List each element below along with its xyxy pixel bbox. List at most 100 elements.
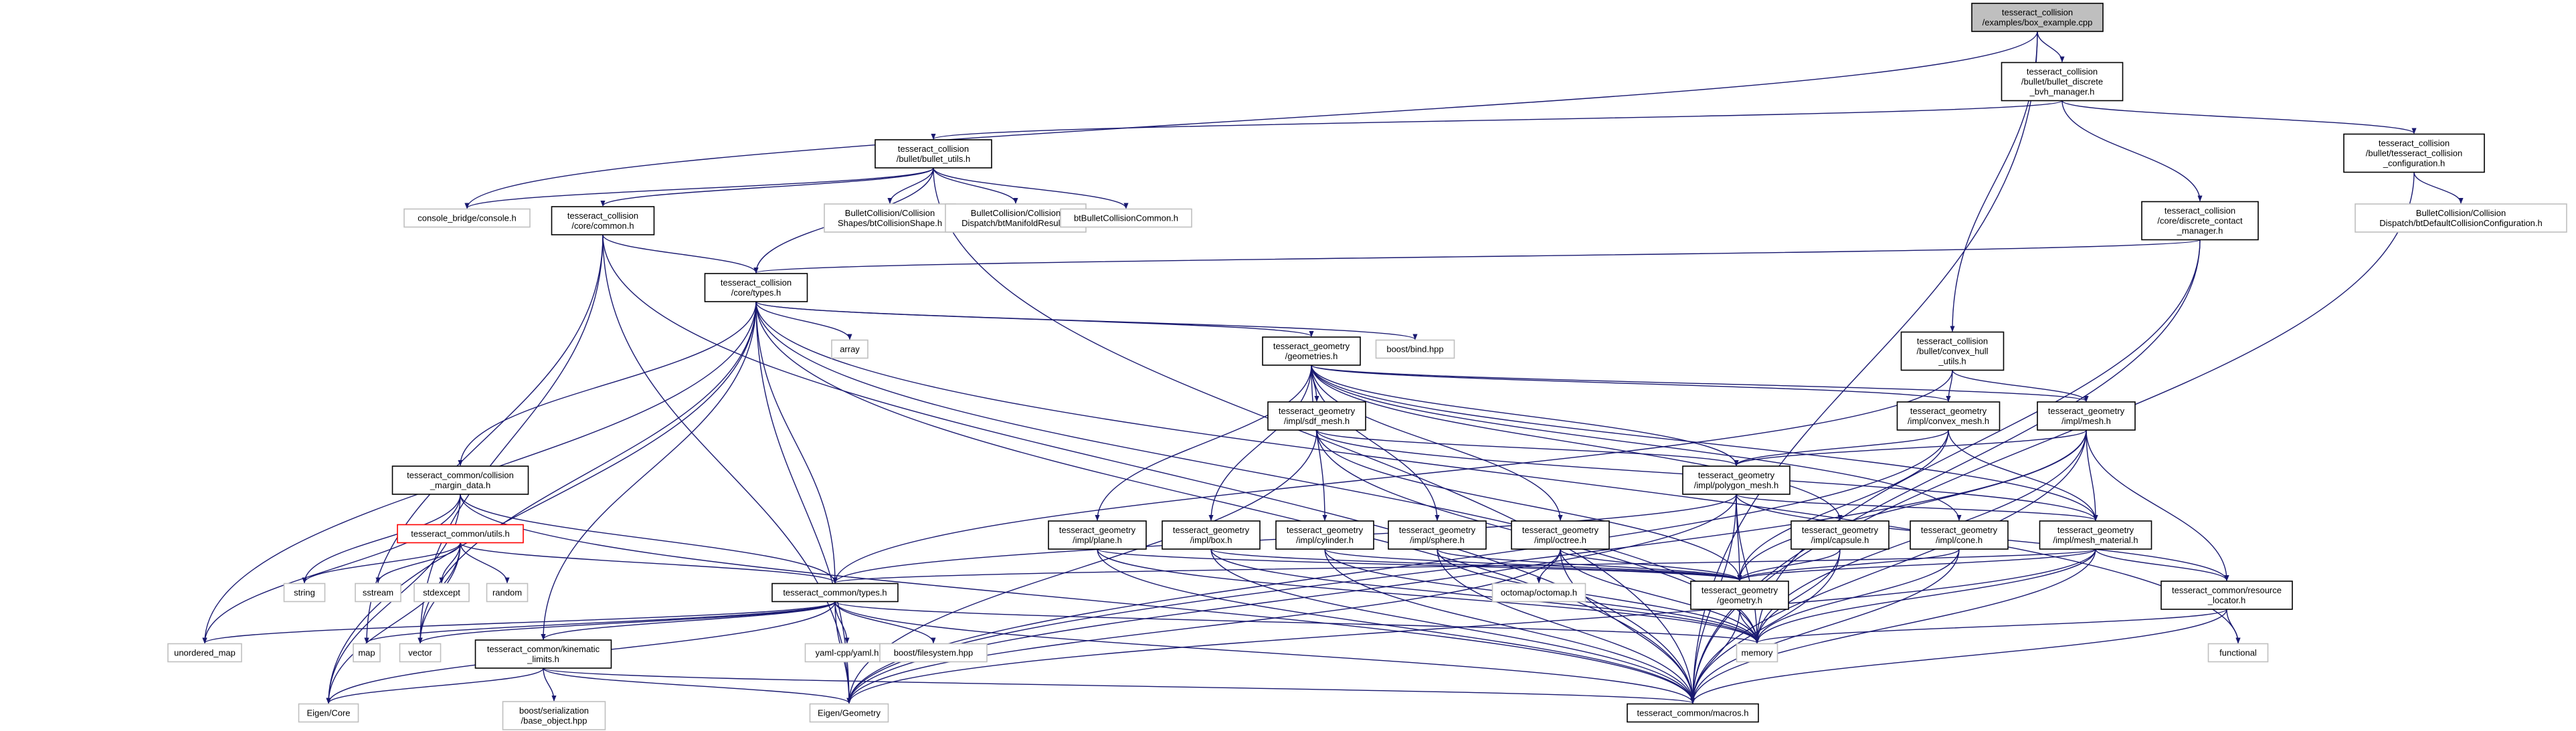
edge-geometries-to-cylinder xyxy=(1311,364,1327,521)
node-box-octree xyxy=(1511,520,1610,550)
node-label-bt_common-0: btBulletCollisionCommon.h xyxy=(1074,213,1178,223)
node-console: console_bridge/console.h xyxy=(403,208,531,228)
node-box-bullet_discrete xyxy=(2001,62,2124,102)
node-stdexcept: stdexcept xyxy=(413,583,470,603)
node-array: array xyxy=(831,339,868,359)
edge-core_types-to-boost_bind xyxy=(755,301,1418,340)
edge-kinematic_limits-to-eigen_core xyxy=(326,667,544,704)
node-box-bullet_utils xyxy=(875,139,992,169)
node-mesh[interactable]: tesseract_geometry/impl/mesh.h xyxy=(2037,401,2136,431)
node-label-mesh-0: tesseract_geometry xyxy=(2048,406,2125,416)
node-macros[interactable]: tesseract_common/macros.h xyxy=(1627,703,1759,723)
edge-kinematic_limits-to-eigen_geom xyxy=(543,667,852,704)
node-mesh_material[interactable]: tesseract_geometry/impl/mesh_material.h xyxy=(2039,520,2152,550)
node-box-mesh xyxy=(2037,401,2136,431)
node-tess_coll_config[interactable]: tesseract_collision/bullet/tesseract_col… xyxy=(2343,133,2485,173)
node-label-console-0: console_bridge/console.h xyxy=(418,213,516,223)
edge-core_common-to-eigen_geom xyxy=(602,234,852,704)
node-cylinder[interactable]: tesseract_geometry/impl/cylinder.h xyxy=(1275,520,1374,550)
edge-geometries-to-octree xyxy=(1311,364,1563,521)
node-common_types[interactable]: tesseract_common/types.h xyxy=(771,583,899,603)
node-box-geometry xyxy=(1690,581,1789,610)
node-convex_hull_utils[interactable]: tesseract_collision/bullet/convex_hull_u… xyxy=(1900,331,2005,371)
node-label-plane-0: tesseract_geometry xyxy=(1059,525,1136,535)
node-sphere[interactable]: tesseract_geometry/impl/sphere.h xyxy=(1388,520,1487,550)
node-bullet_discrete[interactable]: tesseract_collision/bullet/bullet_discre… xyxy=(2001,62,2124,102)
node-cone[interactable]: tesseract_geometry/impl/cone.h xyxy=(1910,520,2009,550)
edge-bullet_utils-to-bt_common xyxy=(933,167,1129,209)
node-box-collision_margin xyxy=(391,465,529,495)
node-label-octree-1: /impl/octree.h xyxy=(1534,535,1586,545)
edge-core_common-to-map xyxy=(364,234,604,644)
node-eigen_geom: Eigen/Geometry xyxy=(809,703,889,723)
node-bullet_utils[interactable]: tesseract_collision/bullet/bullet_utils.… xyxy=(875,139,992,169)
node-label-yaml-0: yaml-cpp/yaml.h xyxy=(816,648,879,658)
edge-geometries-to-mesh xyxy=(1311,364,2089,402)
edge-bullet_utils-to-macros xyxy=(933,167,1695,704)
node-geometries[interactable]: tesseract_geometry/geometries.h xyxy=(1262,336,1361,366)
node-kinematic_limits[interactable]: tesseract_common/kinematic_limits.h xyxy=(474,639,612,669)
node-collision_margin[interactable]: tesseract_common/collision_margin_data.h xyxy=(391,465,529,495)
node-box[interactable]: tesseract_geometry/impl/box.h xyxy=(1162,520,1261,550)
node-label-sphere-0: tesseract_geometry xyxy=(1399,525,1476,535)
node-label-sphere-1: /impl/sphere.h xyxy=(1410,535,1465,545)
edge-geometries-to-cone xyxy=(1311,364,1962,521)
node-discrete_contact[interactable]: tesseract_collision/core/discrete_contac… xyxy=(2141,201,2259,241)
edge-geometries-to-plane xyxy=(1095,364,1312,521)
edge-geometries-to-box xyxy=(1208,364,1312,521)
node-label-collision_margin-1: _margin_data.h xyxy=(430,480,490,490)
node-label-box-1: /impl/box.h xyxy=(1190,535,1232,545)
node-boost_fs: boost/filesystem.hpp xyxy=(879,643,988,663)
node-sdf_mesh[interactable]: tesseract_geometry/impl/sdf_mesh.h xyxy=(1267,401,1366,431)
node-common_utils[interactable]: tesseract_common/utils.h xyxy=(397,524,524,544)
node-box-vector xyxy=(399,643,442,663)
node-label-geometries-1: /geometries.h xyxy=(1285,351,1338,361)
node-resource_locator[interactable]: tesseract_common/resource_locator.h xyxy=(2160,581,2293,610)
node-label-capsule-0: tesseract_geometry xyxy=(1802,525,1879,535)
edge-common_utils-to-sstream xyxy=(375,542,461,584)
node-box-memory xyxy=(1736,643,1778,663)
edge-bullet_utils-to-bt_coll_shape xyxy=(887,167,934,204)
node-octomap: octomap/octomap.h xyxy=(1491,583,1586,603)
edge-bullet_utils-to-bt_manifold xyxy=(933,167,1018,204)
node-label-convex_mesh-1: /impl/convex_mesh.h xyxy=(1908,416,1989,426)
node-box-boost_fs xyxy=(879,643,988,663)
edge-mesh_material-to-macros xyxy=(1690,548,2096,704)
node-geometry[interactable]: tesseract_geometry/geometry.h xyxy=(1690,581,1789,610)
node-box-functional xyxy=(2207,643,2269,663)
node-label-polygon_mesh-0: tesseract_geometry xyxy=(1698,470,1775,480)
edge-cone-to-memory xyxy=(1754,548,1960,644)
node-label-vector-0: vector xyxy=(408,648,432,658)
node-label-core_common-1: /core/common.h xyxy=(571,221,634,231)
node-unordered_map: unordered_map xyxy=(167,643,242,663)
node-convex_mesh[interactable]: tesseract_geometry/impl/convex_mesh.h xyxy=(1896,401,2001,431)
edge-convex_mesh-to-mesh_material xyxy=(1948,429,2098,521)
node-label-random-0: random xyxy=(492,588,522,598)
node-label-cylinder-1: /impl/cylinder.h xyxy=(1296,535,1354,545)
edge-common_types-to-memory xyxy=(834,601,1760,644)
node-core_types[interactable]: tesseract_collision/core/types.h xyxy=(704,273,808,302)
edge-polygon_mesh-to-mesh_material xyxy=(1736,494,2098,521)
node-box-convex_mesh xyxy=(1896,401,2001,431)
node-label-cone-1: /impl/cone.h xyxy=(1936,535,1983,545)
edge-core_types-to-common_types xyxy=(755,301,838,584)
node-label-discrete_contact-1: /core/discrete_contact xyxy=(2157,216,2243,226)
node-octree[interactable]: tesseract_geometry/impl/octree.h xyxy=(1511,520,1610,550)
node-box-eigen_geom xyxy=(809,703,889,723)
node-box-macros xyxy=(1627,703,1759,723)
node-plane[interactable]: tesseract_geometry/impl/plane.h xyxy=(1048,520,1147,550)
edge-resource_locator-to-memory xyxy=(1754,609,2227,644)
node-core_common[interactable]: tesseract_collision/core/common.h xyxy=(551,206,655,235)
node-box-core_types xyxy=(704,273,808,302)
node-polygon_mesh[interactable]: tesseract_geometry/impl/polygon_mesh.h xyxy=(1682,465,1790,495)
node-label-geometry-0: tesseract_geometry xyxy=(1701,585,1778,595)
node-box-box xyxy=(1162,520,1261,550)
node-box-geometries xyxy=(1262,336,1361,366)
edge-common_utils-to-random xyxy=(460,542,510,584)
edge-common_types-to-macros xyxy=(834,601,1695,704)
node-capsule[interactable]: tesseract_geometry/impl/capsule.h xyxy=(1790,520,1890,550)
node-label-plane-1: /impl/plane.h xyxy=(1073,535,1122,545)
node-map: map xyxy=(353,643,381,663)
node-box-eigen_core xyxy=(298,703,359,723)
node-box-common_types xyxy=(771,583,899,603)
